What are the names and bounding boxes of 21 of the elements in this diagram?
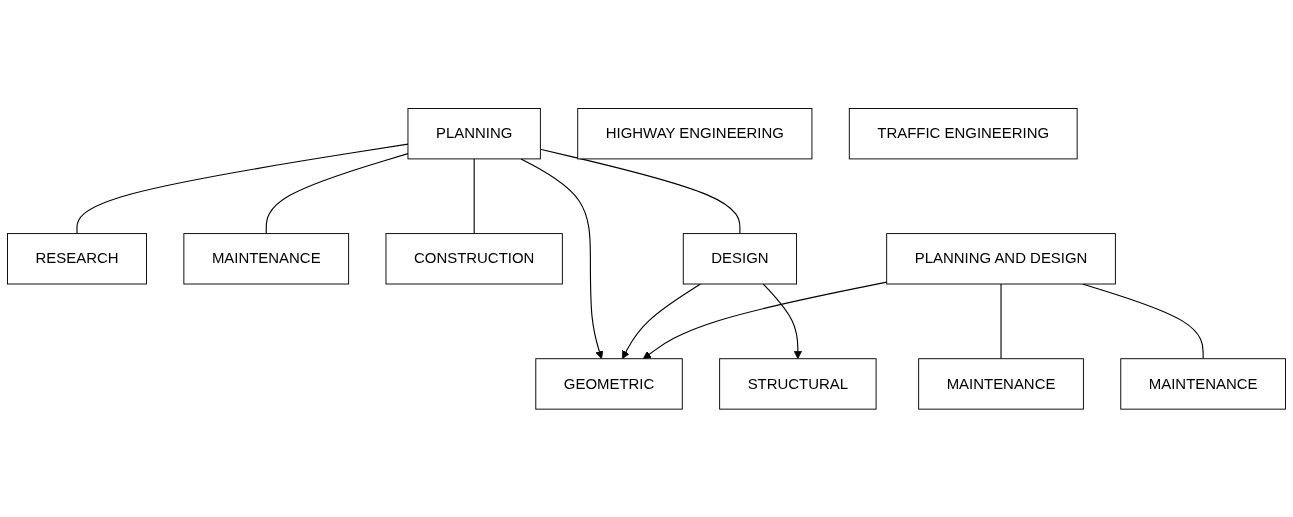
- connector: [1000, 283, 1002, 359]
- node-box: PLANNING AND DESIGN: [886, 232, 1116, 285]
- node-box: MAINTENANCE: [918, 357, 1084, 410]
- arrow: [621, 283, 702, 359]
- node-box: MAINTENANCE: [1120, 357, 1286, 410]
- arrow: [762, 283, 802, 359]
- node-box: PLANNING: [407, 107, 541, 160]
- node-box: RESEARCH: [7, 232, 147, 285]
- node-box: HIGHWAY ENGINEERING: [577, 107, 813, 160]
- node-box: CONSTRUCTION: [385, 232, 563, 285]
- connector: [76, 143, 409, 234]
- arrow: [520, 158, 604, 359]
- node-box: TRAFFIC ENGINEERING: [848, 107, 1078, 160]
- node-box: STRUCTURAL: [719, 357, 877, 410]
- node-box: DESIGN: [682, 232, 798, 285]
- node-box: GEOMETRIC: [535, 357, 683, 410]
- node-box: MAINTENANCE: [183, 232, 350, 285]
- connector: [265, 152, 409, 234]
- connector: [473, 158, 475, 234]
- arrow: [642, 281, 888, 359]
- connector: [539, 148, 741, 234]
